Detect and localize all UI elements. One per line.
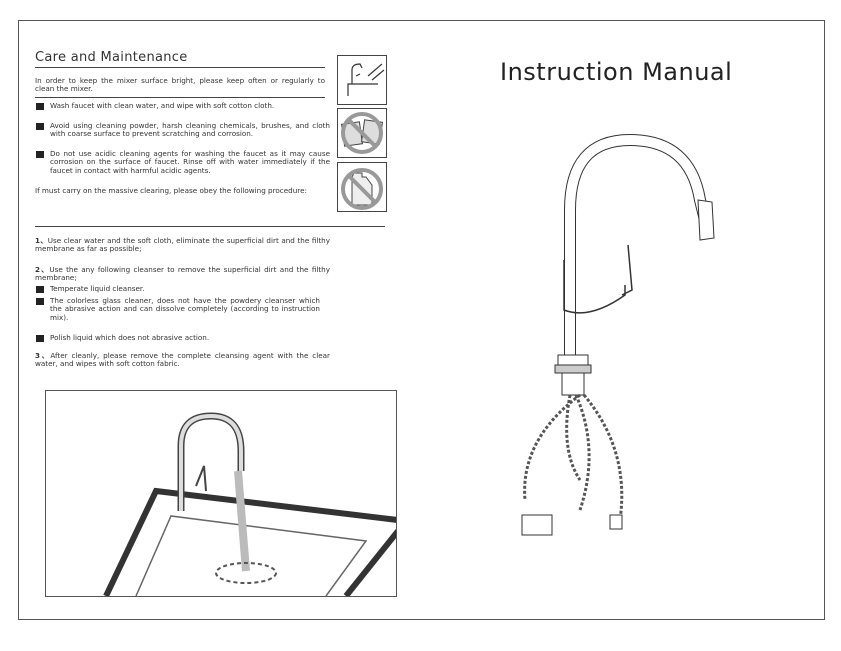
bullet-text: Do not use acidic cleaning agents for wa… [50,149,330,175]
divider [35,97,325,98]
step-2: 2、Use the any following cleanser to remo… [35,265,330,283]
bullet-icon [36,151,44,158]
bullet-icon [36,123,44,130]
sink-illustration [45,390,412,598]
divider [35,67,325,68]
step-text: Use the any following cleanser to remove… [35,265,330,283]
bullet-icon [36,298,44,305]
faucet-diagram [521,133,715,536]
section-title: Care and Maintenance [35,50,188,65]
step-number: 3、 [35,351,51,360]
bullet-icon [36,335,44,342]
step-text: After cleanly, please remove the complet… [35,351,330,369]
bullet-icon [36,286,44,293]
divider [35,226,385,227]
sub-bullet-text: The colorless glass cleaner, does not ha… [50,296,320,322]
step-number: 2、 [35,265,50,274]
step-3: 3、After cleanly, please remove the compl… [35,351,330,369]
bullet-icon [36,103,44,110]
intro-text: In order to keep the mixer surface brigh… [35,76,325,94]
procedure-intro: If must carry on the massive clearing, p… [35,186,307,195]
page-frame [18,20,825,620]
bullet-text: Wash faucet with clean water, and wipe w… [50,101,275,110]
no-powder-icon [337,108,387,158]
manual-title: Instruction Manual [500,58,733,86]
sub-bullet-text: Polish liquid which does not abrasive ac… [50,333,210,342]
step-text: Use clear water and the soft cloth, elim… [35,236,330,254]
faucet-cleaning-icon [337,55,387,105]
bullet-text: Avoid using cleaning powder, harsh clean… [50,121,330,139]
step-number: 1、 [35,236,48,245]
step-1: 1、Use clear water and the soft cloth, el… [35,236,330,254]
sub-bullet-text: Temperate liquid cleanser. [50,284,145,293]
no-acidic-icon [337,162,387,212]
